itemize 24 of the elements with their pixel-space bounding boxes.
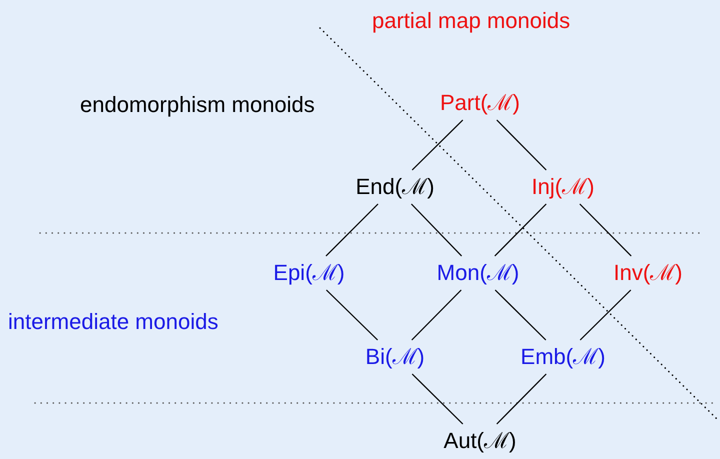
connector-line: [412, 374, 464, 424]
connector-line: [411, 290, 462, 340]
connector-line: [410, 204, 462, 256]
lattice-node-label: Mon(ℳ): [434, 260, 522, 286]
region-label: endomorphism monoids: [80, 92, 315, 118]
connector-line: [494, 204, 547, 256]
connector-line: [412, 120, 464, 170]
connector-line: [326, 204, 378, 256]
lattice-node-label: End(ℳ): [354, 174, 436, 200]
region-label: partial map monoids: [372, 8, 570, 34]
connector-line: [326, 290, 378, 340]
connector-line: [494, 290, 546, 340]
lattice-node-label: Emb(ℳ): [518, 344, 608, 370]
lattice-node-label: Inj(ℳ): [530, 174, 596, 200]
lattice-node-label: Inv(ℳ): [612, 260, 684, 286]
lattice-node-label: Part(ℳ): [438, 90, 522, 116]
lattice-node-label: Bi(ℳ): [363, 344, 427, 370]
connector-line: [580, 290, 632, 340]
connector-line: [496, 120, 547, 170]
connector-line: [496, 374, 547, 424]
lattice-node-label: Epi(ℳ): [271, 260, 347, 286]
connector-line: [579, 204, 632, 256]
region-label: intermediate monoids: [8, 309, 218, 335]
lattice-node-label: Aut(ℳ): [442, 428, 518, 454]
